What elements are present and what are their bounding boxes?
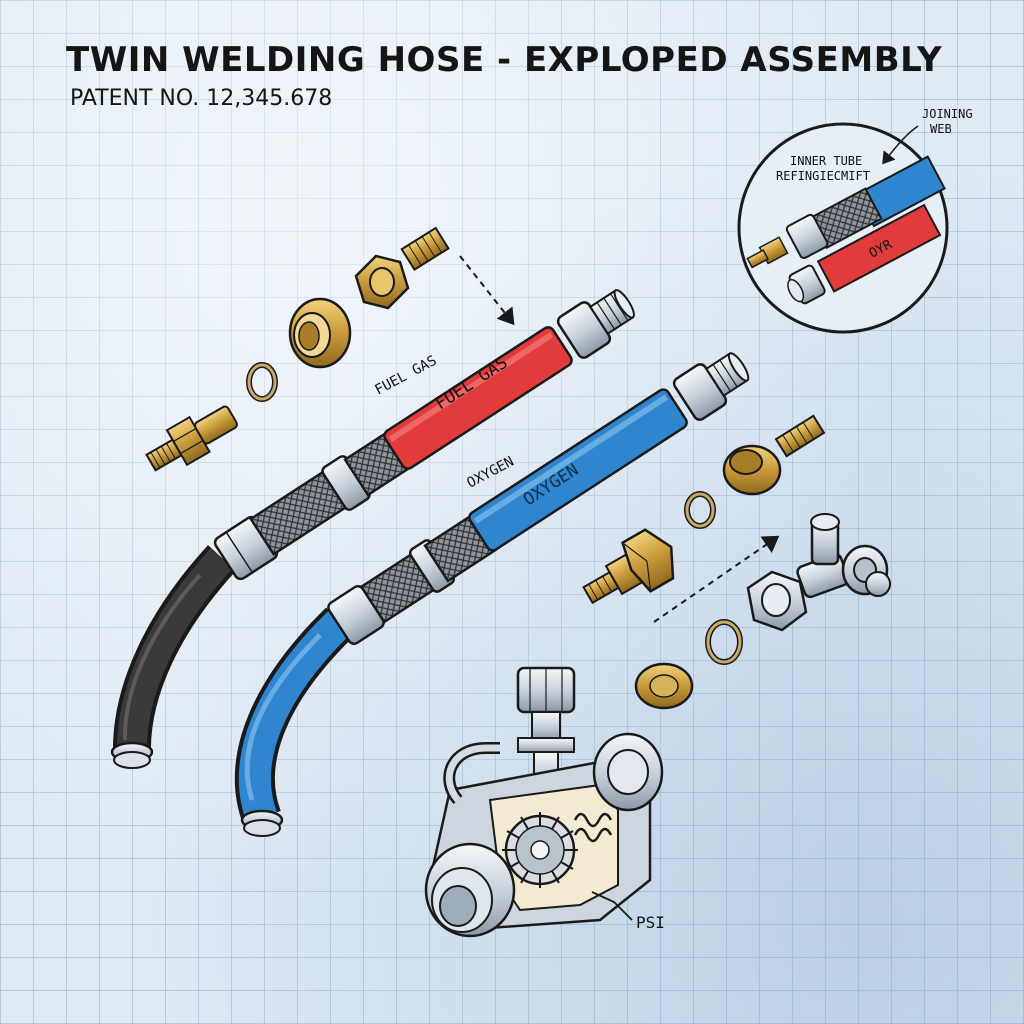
fuel-gas-hose: FUEL GAS FUEL GAS [110,289,635,769]
page-title: TWIN WELDING HOSE - EXPLOPED ASSEMBLY [66,40,943,80]
oxygen-hose: OXYGEN OXYGEN [235,352,750,837]
reinforcement-label: REFINGIECMIFT [776,169,870,183]
fuel-hex-nut [354,226,450,310]
fuel-nipple-fitting [145,405,238,472]
oxygen-label: OXYGEN [464,454,516,492]
joining-web-label-line-2: WEB [930,122,952,136]
joining-web-label-line-1: JOINING [922,107,973,121]
fuel-side-fittings [145,226,515,472]
steel-valve-tee [746,513,891,632]
psi-label: PSI [636,913,665,932]
detail-inset: OYR INNER TUBE REFINGIECMIFT JOINING WEB [737,107,973,334]
inner-tube-label: INNER TUBE [790,154,862,168]
fuel-brass-sleeve [288,297,352,369]
fuel-gas-label: FUEL GAS [372,353,439,399]
oxygen-side-fittings [582,414,891,710]
patent-number: PATENT NO. 12,345.678 [70,86,333,111]
regulator-cutaway: PSI [424,666,665,938]
